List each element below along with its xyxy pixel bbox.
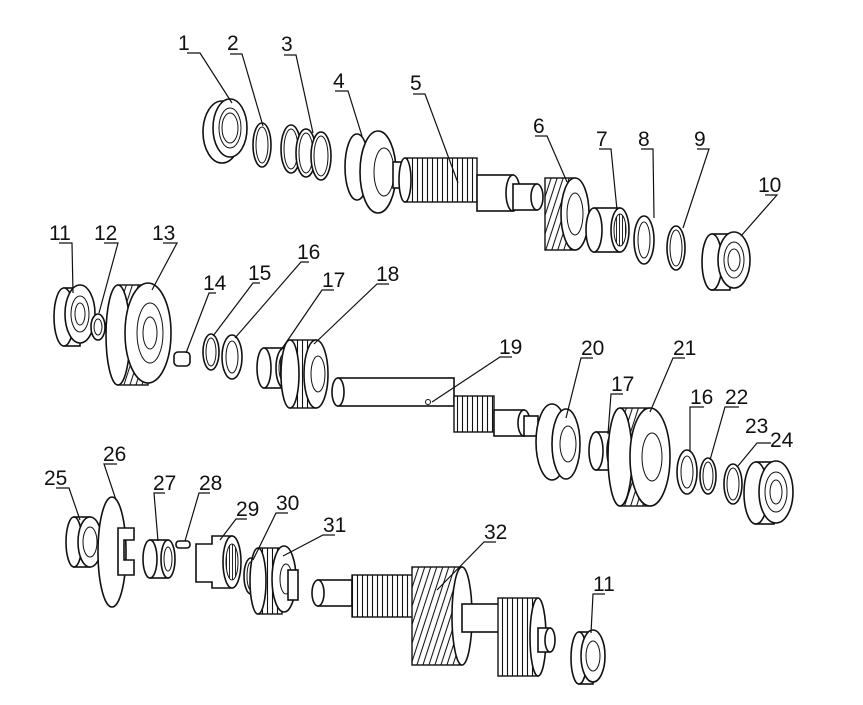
callout-28: 28 (199, 472, 222, 495)
callout-6: 6 (533, 115, 545, 138)
spacer-12 (90, 313, 106, 341)
gear-18 (280, 339, 329, 409)
synchro-hub-20 (535, 403, 581, 481)
leader-lines (56, 52, 779, 634)
bearing-11-bottom (570, 629, 606, 685)
callout-16-right: 16 (690, 386, 713, 409)
synchro-rings-3 (280, 124, 332, 181)
callout-23: 23 (745, 415, 768, 438)
key-14 (173, 351, 191, 367)
gear-26 (97, 496, 135, 608)
callout-15: 15 (248, 262, 271, 285)
callout-17-right: 17 (611, 373, 634, 396)
callout-25: 25 (44, 467, 67, 490)
callout-26: 26 (103, 443, 126, 466)
callout-16-top: 16 (297, 241, 320, 264)
snap-ring-23 (723, 463, 743, 505)
synchro-hub-4 (344, 130, 397, 214)
callout-7: 7 (596, 128, 608, 151)
row-3-assembly (65, 496, 606, 685)
callout-29: 29 (236, 498, 259, 521)
callout-19: 19 (499, 336, 522, 359)
gear-13 (105, 282, 172, 386)
gear-6 (544, 177, 590, 251)
row-1-assembly (202, 98, 751, 291)
callout-18: 18 (376, 263, 399, 286)
output-shaft-32 (311, 566, 556, 677)
needle-bearing-7 (585, 207, 630, 253)
washer-8 (633, 215, 655, 265)
snap-ring-9 (666, 225, 686, 271)
bearing-11-top (53, 284, 96, 347)
callout-10: 10 (758, 174, 781, 197)
snap-ring-2 (252, 122, 272, 168)
row-2-assembly (53, 282, 794, 525)
callout-2: 2 (227, 32, 239, 55)
callout-3: 3 (281, 33, 293, 56)
callout-22: 22 (725, 386, 748, 409)
callout-labels: 1 2 3 4 5 6 7 8 9 10 11 12 13 14 15 16 1… (44, 32, 794, 596)
bearing-25 (65, 516, 103, 568)
callout-21: 21 (673, 337, 696, 360)
callout-32: 32 (484, 521, 507, 544)
main-shaft-5 (392, 157, 544, 212)
callout-1: 1 (178, 32, 190, 55)
washer-16-top (221, 334, 243, 380)
callout-14: 14 (203, 272, 227, 295)
pin-28 (175, 540, 191, 549)
callout-8: 8 (638, 128, 650, 151)
washer-16-right (676, 449, 698, 495)
callout-20: 20 (581, 337, 604, 360)
callout-31: 31 (323, 514, 346, 537)
callout-17-left: 17 (322, 269, 345, 292)
callout-13: 13 (152, 222, 175, 245)
callout-9: 9 (694, 128, 706, 151)
synchro-sleeve-29 (195, 535, 242, 589)
callout-5: 5 (410, 72, 422, 95)
snap-ring-15 (202, 333, 220, 371)
bearing-24 (743, 460, 794, 525)
callout-11-bottom: 11 (593, 573, 615, 596)
callout-30: 30 (276, 492, 299, 515)
callout-4: 4 (333, 70, 345, 93)
gear-21 (607, 407, 671, 507)
sleeve-27 (142, 539, 176, 579)
callout-24: 24 (770, 429, 794, 452)
gear-31 (249, 545, 299, 615)
callout-11-top: 11 (49, 222, 71, 245)
callout-27: 27 (153, 472, 176, 495)
callout-12: 12 (94, 222, 117, 245)
counter-shaft-19 (331, 377, 539, 437)
bearing-10 (701, 231, 751, 291)
snap-ring-22 (699, 457, 717, 495)
bearing-1 (202, 98, 248, 164)
